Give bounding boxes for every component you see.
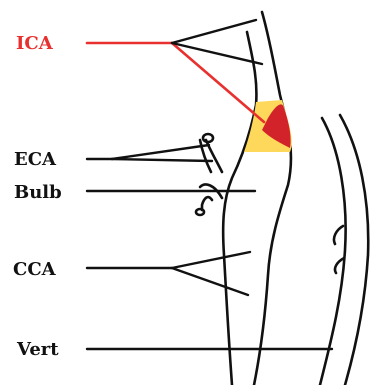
- label-vert: Vert: [16, 339, 59, 360]
- bulb-branch: [200, 185, 222, 210]
- bulb-branch-cap: [196, 209, 204, 215]
- ica-fan-upper: [172, 20, 256, 43]
- carotid-right-wall: [254, 12, 291, 385]
- eca-branch-cap: [203, 134, 213, 142]
- cca-fan-upper: [172, 252, 250, 268]
- carotid-left-wall: [223, 32, 256, 385]
- cca-fan-lower: [172, 268, 248, 295]
- label-cca: CCA: [13, 259, 57, 280]
- vert-inner-wall: [320, 118, 346, 385]
- eca-fan-upper: [112, 145, 209, 159]
- eca-fan-lower: [112, 159, 212, 161]
- vert-branch-upper: [334, 226, 343, 244]
- label-eca: ECA: [14, 149, 57, 170]
- label-ica: ICA: [16, 33, 54, 54]
- label-bulb: Bulb: [14, 182, 62, 203]
